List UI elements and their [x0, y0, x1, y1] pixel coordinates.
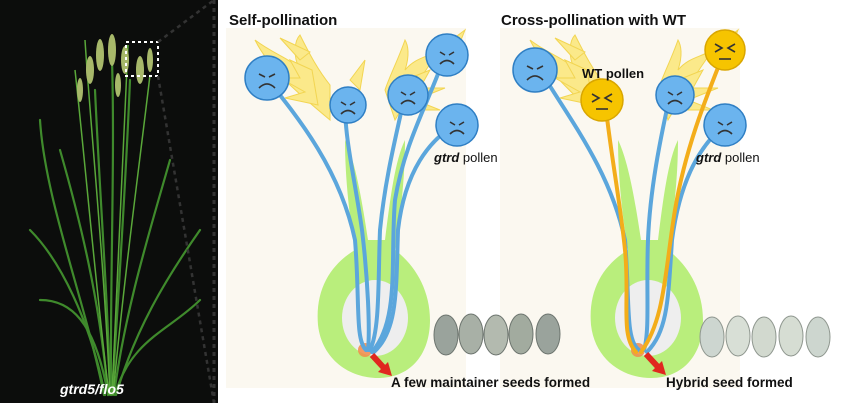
wt-pollen-label: WT pollen: [582, 66, 645, 81]
sad-face-icon: [512, 47, 558, 93]
self-gtrd-pollen-label: gtrd pollen: [434, 150, 498, 165]
red-arrow-icon: [643, 351, 666, 375]
cross-seeds: [699, 315, 831, 358]
sad-face-icon: [244, 55, 290, 101]
zoom-line-top: [157, 0, 215, 43]
self-pistil: [244, 28, 479, 378]
zoom-bracket-icon: [125, 41, 159, 77]
rice-plant-illustration: [28, 34, 202, 397]
angry-face-icon: [580, 78, 624, 122]
cross-result-caption: Hybrid seed formed: [666, 375, 793, 390]
cross-gtrd-pollen-label: gtrd pollen: [696, 150, 760, 165]
sad-face-icon: [425, 33, 469, 77]
self-seeds: [433, 313, 561, 356]
cross-pollination-title: Cross-pollination with WT: [501, 12, 686, 29]
zoom-line-bottom: [156, 75, 216, 403]
angry-face-icon: [704, 29, 746, 71]
sad-face-icon: [387, 74, 429, 116]
self-pollination-title: Self-pollination: [229, 12, 338, 29]
cross-pistil: [512, 28, 747, 378]
photo-caption: gtrd5/flo5: [60, 381, 124, 397]
sad-face-icon: [703, 103, 747, 147]
sad-face-icon: [435, 103, 479, 147]
sad-face-icon: [329, 86, 367, 124]
red-arrow-icon: [369, 352, 392, 376]
cross-pollen-grains: [512, 29, 747, 147]
self-pollen-grains: [244, 33, 479, 147]
self-result-caption: A few maintainer seeds formed: [391, 375, 591, 390]
rice-plant-photo: gtrd5/flo5: [0, 0, 218, 403]
sad-face-icon: [655, 75, 695, 115]
